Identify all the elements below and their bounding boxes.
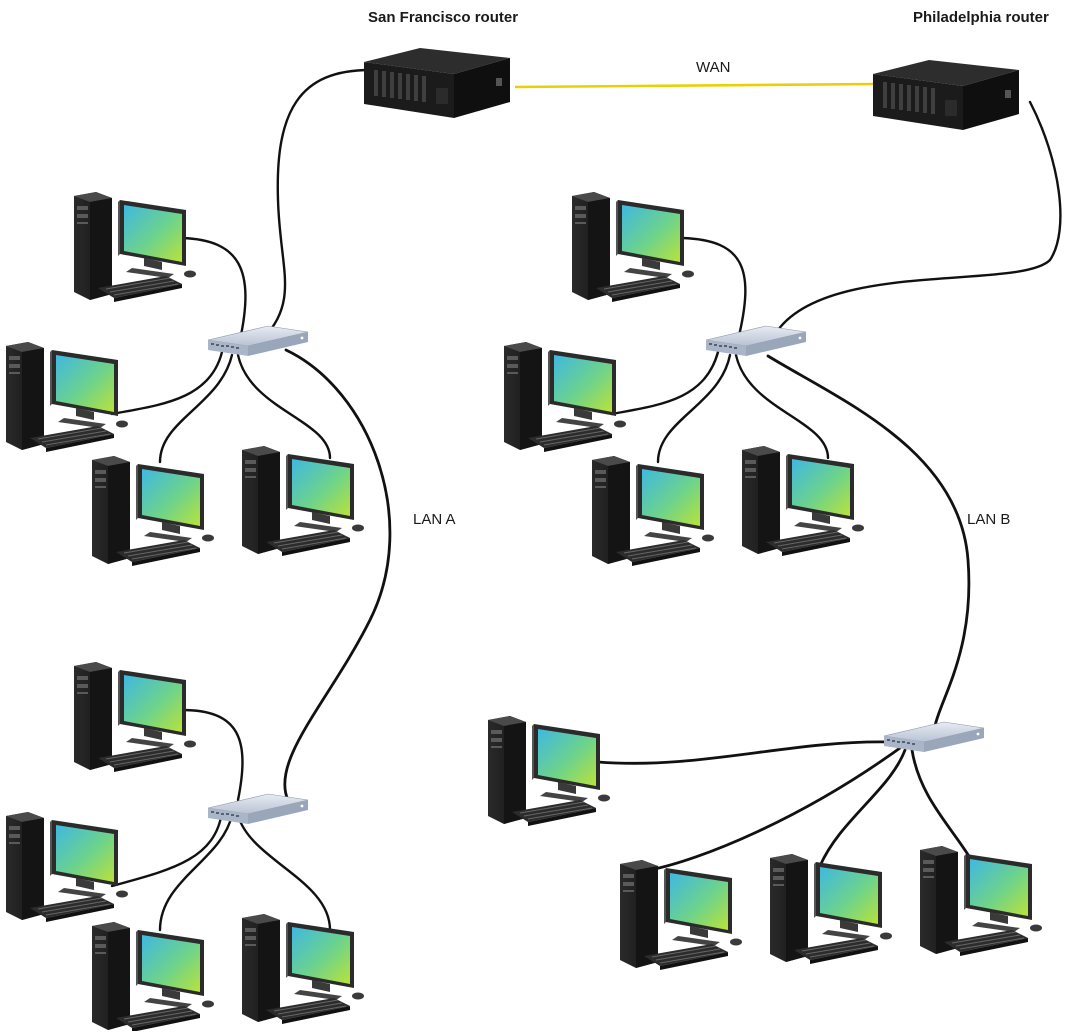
desktop-computer-icon-b2-2 xyxy=(619,859,743,971)
label-lan-b: LAN B xyxy=(967,511,1010,528)
router-icon-san-francisco xyxy=(364,48,510,118)
cable-a1-pc2 xyxy=(110,350,224,416)
desktop-computer-icon-a1-3 xyxy=(91,455,215,567)
cables xyxy=(110,68,1062,932)
cable-b2-pc4 xyxy=(910,748,977,868)
desktop-computer-icon-a1-2 xyxy=(5,341,129,453)
cable-a2-pc3 xyxy=(158,813,234,932)
label-lan-a: LAN A xyxy=(413,511,456,528)
cable-b1-pc4 xyxy=(734,353,830,460)
desktop-computer-icon-b2-3 xyxy=(769,853,893,965)
desktop-computer-icon-b1-4 xyxy=(741,445,865,557)
router-icon-philadelphia xyxy=(873,60,1019,130)
desktop-computer-icon-a1-1 xyxy=(73,191,197,303)
switch-icon-lan-b-2 xyxy=(883,721,985,753)
desktop-computer-icon-b1-2 xyxy=(503,341,627,453)
desktop-computer-icon-b1-1 xyxy=(571,191,695,303)
desktop-computer-icon-a1-4 xyxy=(241,445,365,557)
cable-b1-pc2 xyxy=(610,350,720,416)
switch-icon-lan-a-1 xyxy=(207,325,309,357)
desktop-computer-icon-a2-4 xyxy=(241,913,365,1025)
desktop-computer-icon-a2-3 xyxy=(91,921,215,1033)
cable-b2-pc2 xyxy=(648,746,902,872)
switch-icon-lan-b-1 xyxy=(705,325,807,357)
label-wan: WAN xyxy=(696,59,730,76)
cable-phl-router-switch-b1 xyxy=(776,100,1062,332)
cable-a1-pc1 xyxy=(180,236,247,342)
cable-a1-pc3 xyxy=(158,353,234,464)
desktop-computer-icon-b1-3 xyxy=(591,455,715,567)
cable-b1-pc3 xyxy=(656,353,732,464)
cable-sf-router-switch-a1 xyxy=(260,68,372,342)
cable-b2-pc1 xyxy=(596,740,892,765)
desktop-computer-icon-b2-4 xyxy=(919,845,1043,957)
desktop-computer-icon-a2-2 xyxy=(5,811,129,923)
label-philadelphia-router: Philadelphia router xyxy=(913,9,1049,26)
cable-a2-pc2 xyxy=(110,810,224,888)
switch-icon-lan-a-2 xyxy=(207,793,309,825)
cable-a2-pc4 xyxy=(236,813,332,932)
cable-b1-pc1 xyxy=(680,236,747,342)
label-san-francisco-router: San Francisco router xyxy=(368,9,518,26)
cable-a2-pc1 xyxy=(180,708,244,802)
wan-link xyxy=(514,82,879,89)
cable-a1-pc4 xyxy=(236,353,332,460)
cable-b2-pc3 xyxy=(818,748,907,868)
desktop-computer-icon-b2-1 xyxy=(487,715,611,827)
cable-lan-b-trunk xyxy=(766,354,971,728)
cable-lan-a-trunk xyxy=(283,348,392,802)
desktop-computer-icon-a2-1 xyxy=(73,661,197,773)
